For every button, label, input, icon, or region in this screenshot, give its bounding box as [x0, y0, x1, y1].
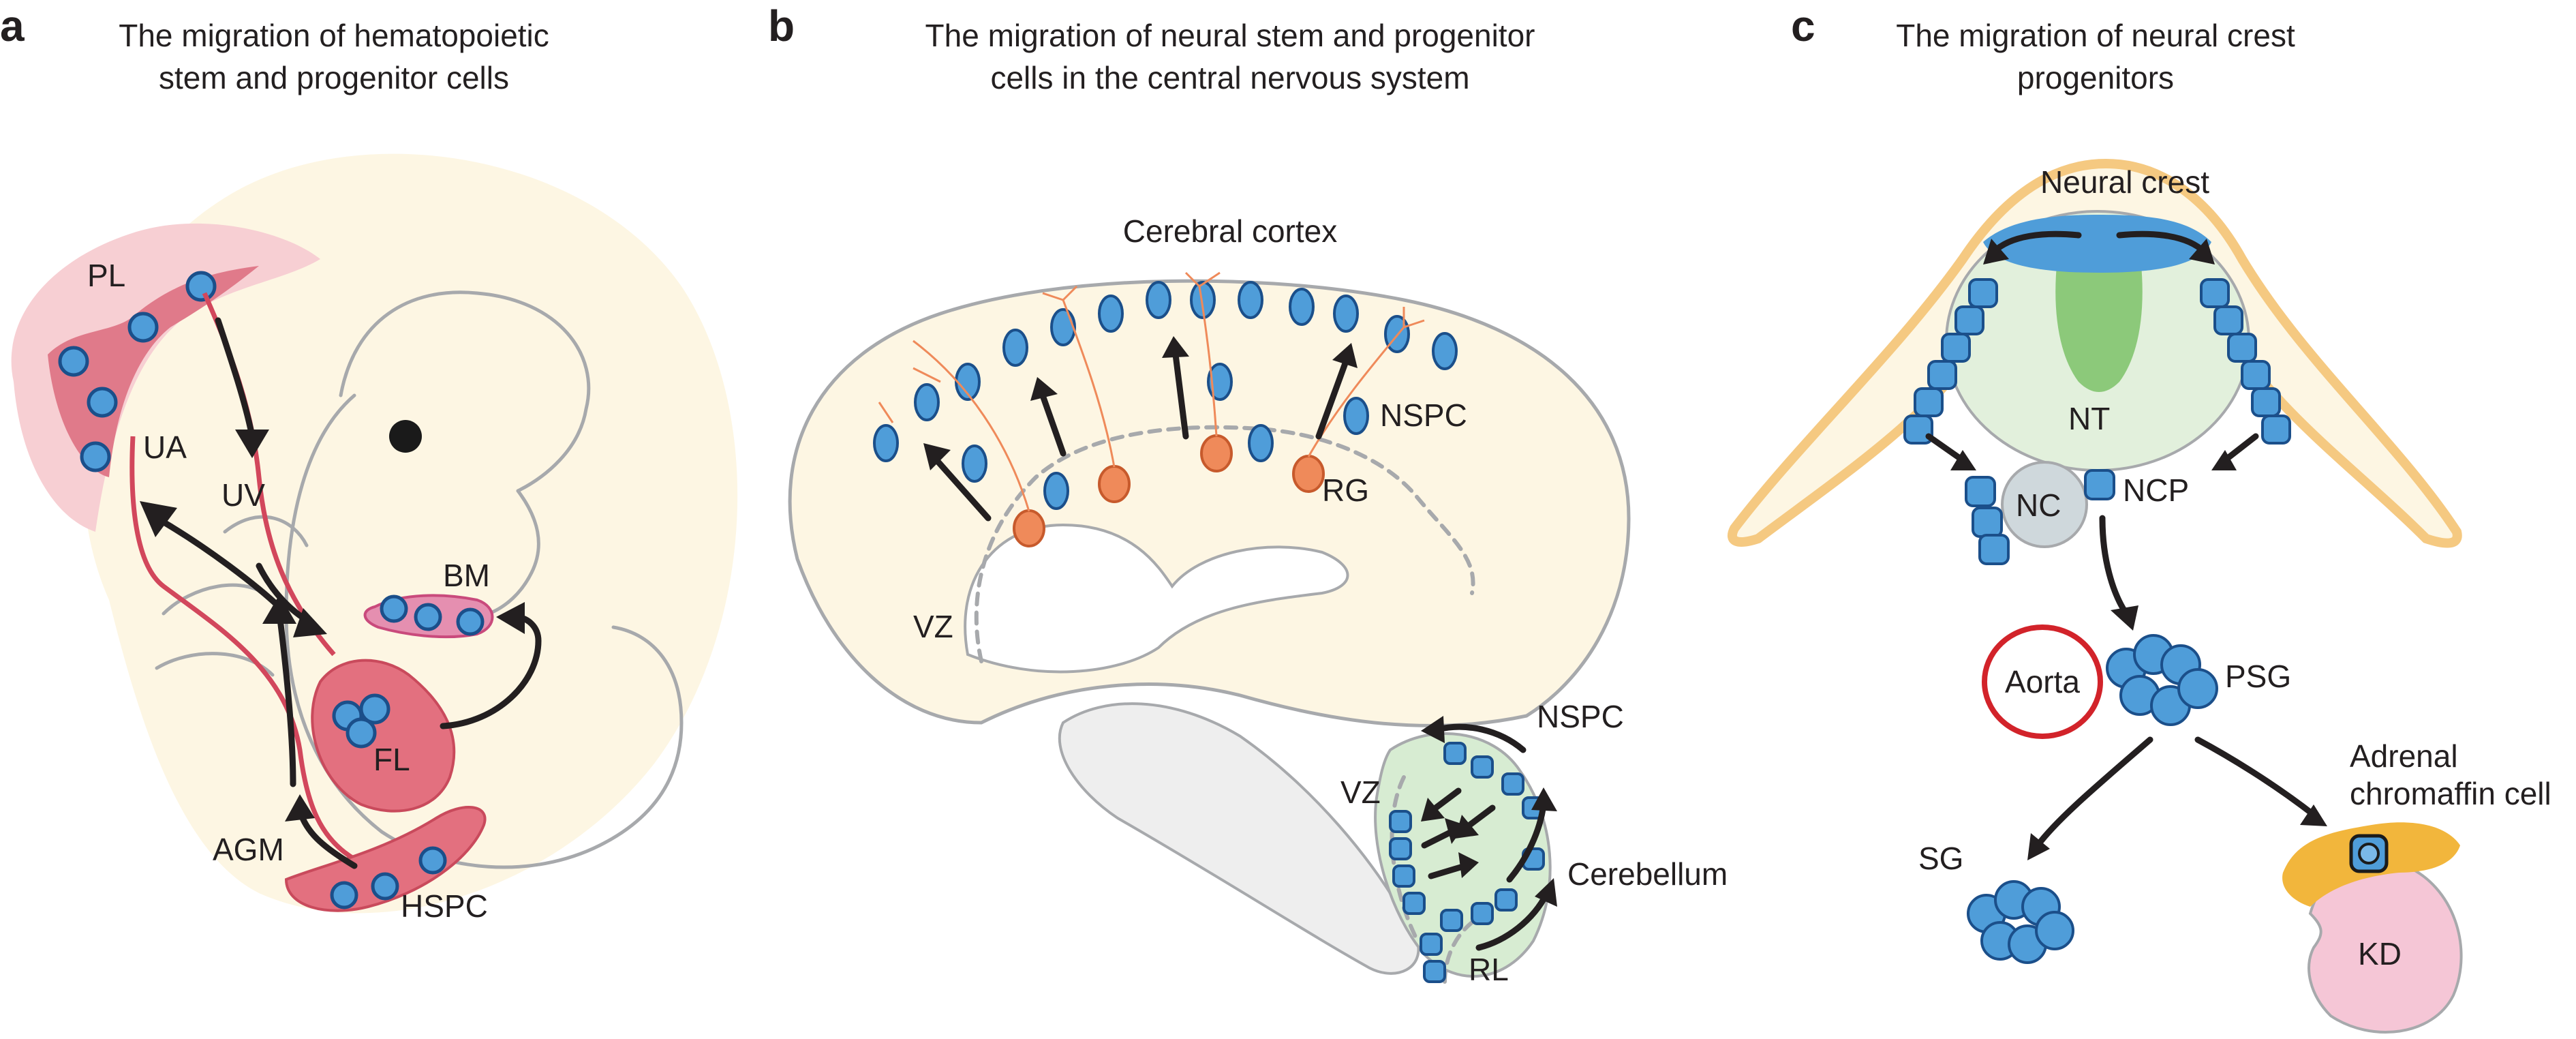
label-pl: PL — [87, 258, 125, 293]
label-psg: PSG — [2225, 659, 2291, 694]
fetal-liver — [311, 659, 456, 813]
psg-cells — [2106, 634, 2218, 726]
embryo-eye — [389, 420, 422, 453]
embryo-tail-outline — [598, 625, 684, 847]
label-agm: AGM — [213, 832, 284, 867]
panel-c-title-line1: The migration of neural crest — [1896, 18, 2295, 53]
label-rg: RG — [1322, 472, 1369, 508]
label-vz-top: VZ — [913, 609, 953, 644]
label-cerebral-cortex: Cerebral cortex — [1123, 213, 1337, 249]
panel-a-title-line2: stem and progenitor cells — [159, 60, 509, 95]
sg-cells — [1967, 880, 2074, 964]
neural-crest-cell-chains — [1903, 278, 2291, 445]
label-nc: NC — [2016, 487, 2061, 523]
cerebral-hemisphere — [788, 279, 1631, 727]
label-kd: KD — [2358, 936, 2402, 972]
umbilical-artery-vessel — [129, 436, 356, 862]
neural-crest-roof-arrows — [1983, 230, 2215, 265]
psg-arrows — [2027, 736, 2327, 860]
label-adrenal-line2: chromaffin cell — [2350, 776, 2551, 811]
label-sg: SG — [1918, 841, 1963, 876]
panel-c-title-line2: progenitors — [2017, 60, 2174, 95]
label-aorta: Aorta — [2005, 664, 2080, 699]
chromaffin-cell — [2349, 834, 2389, 873]
label-neural-crest: Neural crest — [2040, 164, 2209, 200]
panel-a-arrows — [140, 317, 542, 869]
panel-b-title-line2: cells in the central nervous system — [990, 60, 1469, 95]
vz-dashed-boundary — [974, 425, 1475, 663]
radial-glia-fibers — [878, 271, 1425, 512]
label-uv: UV — [221, 477, 265, 513]
ncp-arrows — [1925, 433, 2259, 631]
panel-b-title-line1: The migration of neural stem and progeni… — [925, 18, 1535, 53]
notochord — [2001, 461, 2088, 548]
panel-b-neural: b The migration of neural stem and proge… — [768, 1, 1728, 987]
lateral-ventricle — [964, 523, 1349, 674]
label-vz-bottom: VZ — [1340, 774, 1381, 810]
neural-tube-floor — [2055, 247, 2143, 392]
label-nspc-bottom: NSPC — [1537, 699, 1624, 734]
placenta-cells — [58, 271, 217, 472]
label-fl: FL — [373, 742, 410, 777]
panel-a-hematopoietic: a The migration of hematopoietic stem an… — [0, 1, 738, 924]
label-ua: UA — [143, 430, 187, 465]
panel-a-title-line1: The migration of hematopoietic — [119, 18, 549, 53]
bone-marrow-cells — [380, 594, 485, 636]
cerebellar-arrows — [1421, 716, 1557, 951]
panel-a-letter: a — [0, 1, 25, 50]
aorta — [1982, 624, 2103, 739]
cortical-nspc-cells — [873, 281, 1458, 510]
cortical-migration-arrows — [923, 336, 1358, 522]
panel-c-neural-crest: c The migration of neural crest progenit… — [1727, 1, 2551, 1034]
cerebellar-nspc-cells — [1389, 742, 1545, 983]
label-adrenal-line1: Adrenal — [2350, 738, 2458, 774]
panel-b-letter: b — [768, 1, 795, 50]
label-nspc-top: NSPC — [1380, 397, 1467, 433]
label-ncp: NCP — [2123, 472, 2189, 508]
label-rl: RL — [1469, 952, 1509, 987]
ncp-cells — [1965, 469, 2115, 565]
embryo-head-outline — [339, 290, 591, 493]
brainstem — [1058, 702, 1420, 975]
label-hspc: HSPC — [401, 888, 488, 924]
label-nt: NT — [2068, 401, 2110, 436]
fetal-liver-cells — [332, 693, 390, 749]
label-bm: BM — [443, 558, 490, 593]
embryo-body-outline — [284, 393, 602, 869]
neural-crest-roof — [1983, 215, 2211, 273]
panel-c-letter: c — [1791, 1, 1815, 50]
agm-cells — [330, 846, 447, 909]
label-cerebellum: Cerebellum — [1567, 856, 1728, 892]
placenta-inner — [48, 266, 259, 477]
